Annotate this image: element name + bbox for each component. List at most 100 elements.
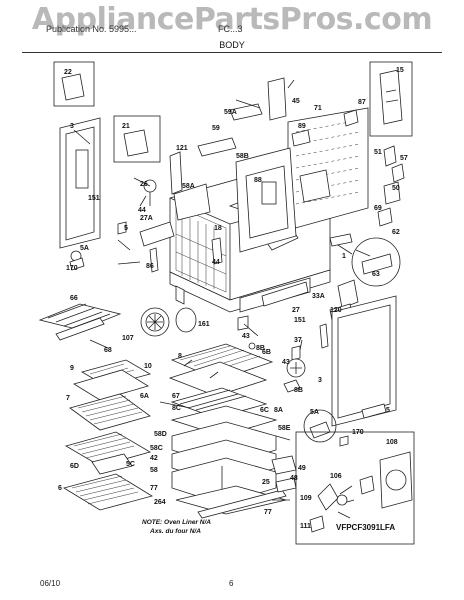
part-69 xyxy=(377,207,393,227)
part-6-rack xyxy=(62,473,154,511)
part-43a xyxy=(237,315,249,331)
part-7-rack xyxy=(69,393,151,431)
part-170-leg xyxy=(69,257,85,271)
callout-27: 27 xyxy=(292,307,300,314)
note-oven-liner: NOTE: Oven Liner N/A xyxy=(142,519,211,526)
callout-51: 51 xyxy=(374,149,382,156)
callout-89: 89 xyxy=(298,123,306,130)
part-45-bracket xyxy=(267,77,287,121)
callout-59A: 59A xyxy=(224,109,237,116)
part-21-clip xyxy=(123,129,149,157)
callout-3-right: 3 xyxy=(318,377,322,384)
callout-67: 67 xyxy=(172,393,180,400)
diagram-code: VFPCF3091LFA xyxy=(336,523,395,532)
callout-8B: 8B xyxy=(256,345,265,352)
callout-6D: 6D xyxy=(70,463,79,470)
callout-49: 49 xyxy=(298,465,306,472)
part-3-right-door xyxy=(331,295,397,427)
callout-63: 63 xyxy=(372,271,380,278)
callout-10: 10 xyxy=(144,363,152,370)
callout-57: 57 xyxy=(400,155,408,162)
part-59 xyxy=(197,137,237,157)
callout-68: 68 xyxy=(104,347,112,354)
callout-59: 59 xyxy=(212,125,220,132)
header-rule xyxy=(22,52,442,53)
part-22-box xyxy=(53,61,95,107)
part-8B-right xyxy=(283,379,301,393)
fan-motor-box xyxy=(295,431,415,545)
callout-58D: 58D xyxy=(154,431,167,438)
callout-45: 45 xyxy=(292,98,300,105)
callout-6B: 6B xyxy=(262,349,271,356)
part-66-broil-element xyxy=(38,303,122,331)
callout-120: 120 xyxy=(330,307,342,314)
part-27A xyxy=(139,221,175,247)
callout-108: 108 xyxy=(386,439,398,446)
callout-6A: 6A xyxy=(140,393,149,400)
part-21-box xyxy=(113,115,161,163)
callout-labels: 22 3 21 151 5 5A 170 45 59A 59 71 87 15 … xyxy=(58,67,408,530)
callout-77: 77 xyxy=(150,485,158,492)
part-108-motor xyxy=(379,451,413,509)
part-86 xyxy=(149,247,159,273)
callout-8B-right: 8B xyxy=(294,387,303,394)
callout-6: 6 xyxy=(58,485,62,492)
part-58A xyxy=(173,183,211,221)
callout-15: 15 xyxy=(396,67,404,74)
callout-5C: 5C xyxy=(126,461,135,468)
callout-7: 7 xyxy=(66,395,70,402)
callout-77-lower: 77 xyxy=(264,509,272,516)
callout-161: 161 xyxy=(198,321,210,328)
part-121 xyxy=(169,151,183,195)
callout-69: 69 xyxy=(374,205,382,212)
callout-264: 264 xyxy=(154,499,166,506)
part-27 xyxy=(261,281,309,307)
callout-88: 88 xyxy=(254,177,262,184)
callout-44-top: 44 xyxy=(138,207,146,214)
part-9-tray xyxy=(73,369,149,401)
callout-121: 121 xyxy=(176,145,188,152)
callout-5A: 5A xyxy=(80,245,89,252)
callout-21: 21 xyxy=(122,123,130,130)
part-77-rail xyxy=(197,489,287,519)
callout-106: 106 xyxy=(330,473,342,480)
callout-111: 111 xyxy=(300,523,311,530)
part-37 xyxy=(291,345,301,361)
part-15-wire xyxy=(379,69,403,125)
header-model: FC...3 xyxy=(218,24,243,34)
part-15-box xyxy=(369,61,413,137)
callout-3: 3 xyxy=(70,123,74,130)
callout-44: 44 xyxy=(212,259,220,266)
part-6B-pan xyxy=(168,361,268,397)
callout-48: 48 xyxy=(290,475,298,482)
part-6D-rack xyxy=(64,431,152,467)
part-5C xyxy=(91,453,133,475)
part-5-right xyxy=(361,403,387,419)
callout-1: 1 xyxy=(342,253,346,260)
part-89 xyxy=(291,129,311,147)
callout-5: 5 xyxy=(124,225,128,232)
part-57 xyxy=(391,163,405,183)
callout-86: 86 xyxy=(146,263,154,270)
callout-37: 37 xyxy=(294,337,302,344)
callout-43-right: 43 xyxy=(282,359,290,366)
part-106 xyxy=(359,475,375,495)
callout-71: 71 xyxy=(314,105,322,112)
part-22-bracket xyxy=(61,73,85,101)
note-oven-liner-fr: Axs. du four N/A xyxy=(149,528,201,535)
callout-58: 58 xyxy=(150,467,158,474)
callout-33A: 33A xyxy=(312,293,325,300)
callout-5A-right: 5A xyxy=(310,409,319,416)
callout-8: 8 xyxy=(178,353,182,360)
part-59A xyxy=(229,103,263,121)
part-68 xyxy=(55,317,105,341)
part-44 xyxy=(211,237,223,265)
callout-8C: 8C xyxy=(172,405,181,412)
callout-151-right: 151 xyxy=(294,317,306,324)
callout-87: 87 xyxy=(358,99,366,106)
part-33A xyxy=(337,279,359,309)
part-161-gasket xyxy=(175,307,197,333)
callout-58C: 58C xyxy=(150,445,163,452)
callout-22: 22 xyxy=(64,69,72,76)
